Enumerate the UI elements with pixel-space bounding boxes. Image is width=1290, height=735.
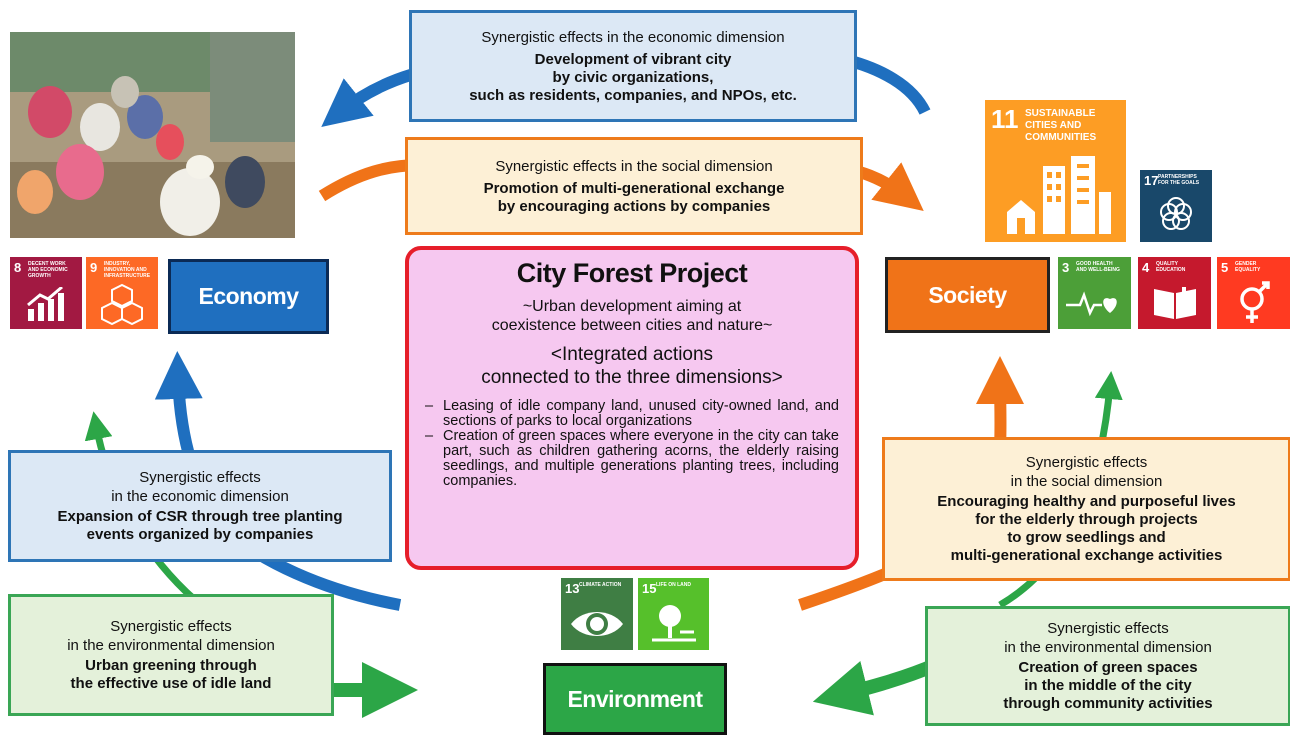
right-social-effects-box: Synergistic effects in the social dimens… — [882, 437, 1290, 581]
tree-planting-photo — [10, 32, 295, 238]
sdg11-icon: 11 SUSTAINABLE CITIES AND COMMUNITIES — [985, 100, 1126, 242]
right-social-heading-2: in the social dimension — [1010, 473, 1163, 490]
right-environmental-heading-1: Synergistic effects — [1047, 620, 1169, 637]
project-bullet-list: – Leasing of idle company land, unused c… — [425, 399, 839, 489]
integrated-actions-line-2: connected to the three dimensions> — [481, 367, 783, 388]
right-environmental-effects-box: Synergistic effects in the environmental… — [925, 606, 1290, 726]
right-social-heading-1: Synergistic effects — [1025, 454, 1148, 471]
city-buildings-icon — [1007, 156, 1111, 234]
sdg13-icon: 13 CLIMATE ACTION — [561, 578, 633, 650]
top-economic-effects-box: Synergistic effects in the economic dime… — [409, 10, 857, 122]
sdg8-icon: 8 DECENT WORK AND ECONOMIC GROWTH — [10, 257, 82, 329]
city-forest-project-box: City Forest Project ~Urban development a… — [405, 246, 859, 570]
earth-eye-icon — [571, 612, 623, 636]
heartbeat-icon — [1066, 291, 1117, 317]
sdg3-icon: 3 GOOD HEALTH AND WELL-BEING — [1058, 257, 1131, 329]
left-environmental-body: Urban greening through the effective use… — [70, 657, 272, 692]
tree-icon — [652, 605, 696, 642]
arrow-bottom-right-green — [812, 658, 938, 716]
sdg4-icon: 4 QUALITY EDUCATION — [1138, 257, 1211, 329]
flower-rings-icon — [1160, 197, 1192, 230]
project-title: City Forest Project — [516, 258, 748, 288]
top-economic-body: Development of vibrant city by civic org… — [469, 50, 797, 104]
top-social-body: Promotion of multi-generational exchange… — [483, 179, 785, 215]
project-bullet: – Creation of green spaces where everyon… — [425, 428, 839, 489]
sdg5-icon: 5 GENDER EQUALITY — [1217, 257, 1290, 329]
left-environmental-effects-box: Synergistic effects in the environmental… — [8, 594, 334, 716]
top-economic-heading: Synergistic effects in the economic dime… — [481, 28, 785, 46]
environment-label: Environment — [543, 663, 727, 735]
left-environmental-heading-1: Synergistic effects — [110, 618, 232, 635]
photo-illustration — [10, 32, 295, 238]
left-economic-heading-2: in the economic dimension — [111, 488, 289, 505]
left-environmental-heading-2: in the environmental dimension — [67, 637, 275, 654]
right-environmental-body: Creation of green spaces in the middle o… — [1003, 659, 1213, 712]
sdg17-icon: 17 PARTNERSHIPS FOR THE GOALS — [1140, 170, 1212, 242]
project-bullet: – Leasing of idle company land, unused c… — [425, 398, 839, 429]
sdg15-icon: 15 LIFE ON LAND — [638, 578, 709, 650]
right-environmental-heading-2: in the environmental dimension — [1004, 639, 1212, 656]
project-subtitle-1: ~Urban development aiming at — [522, 298, 742, 315]
left-economic-heading-1: Synergistic effects — [139, 469, 261, 486]
project-subtitle-2: coexistence between cities and nature~ — [491, 317, 773, 334]
society-label: Society — [885, 257, 1050, 333]
left-economic-effects-box: Synergistic effects in the economic dime… — [8, 450, 392, 562]
book-icon — [1154, 287, 1196, 319]
right-social-body: Encouraging healthy and purposeful lives… — [937, 493, 1236, 564]
gender-icon — [1240, 281, 1270, 323]
top-social-heading: Synergistic effects in the social dimens… — [495, 157, 773, 175]
left-economic-body: Expansion of CSR through tree planting e… — [57, 508, 343, 543]
top-social-effects-box: Synergistic effects in the social dimens… — [405, 137, 863, 235]
sdg9-icon: 9 INDUSTRY, INNOVATION AND INFRASTRUCTUR… — [86, 257, 158, 329]
cubes-icon — [101, 283, 143, 325]
growth-chart-icon — [27, 287, 64, 321]
integrated-actions-line-1: <Integrated actions — [550, 344, 714, 365]
economy-label: Economy — [168, 259, 329, 334]
